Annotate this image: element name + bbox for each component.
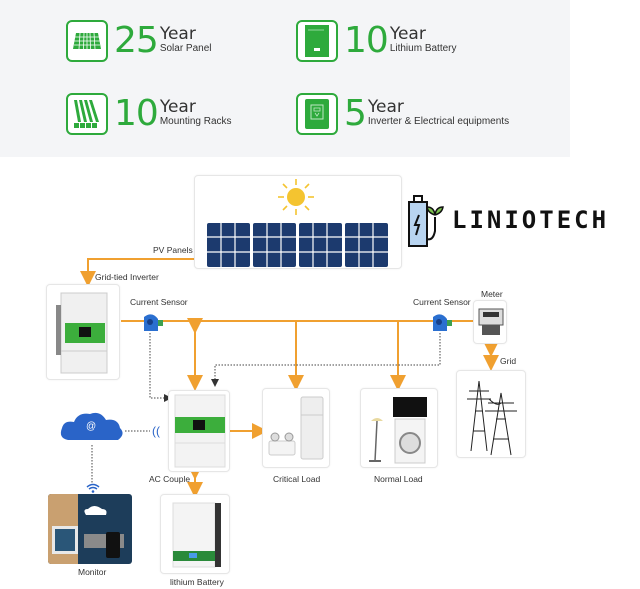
lithium-battery-label: lithium Battery — [170, 577, 224, 587]
warranty-inverter: 5 Year Inverter & Electrical equipments — [296, 93, 509, 135]
liniotech-logo-icon — [406, 193, 452, 251]
warranty-solar-panel: 25 Year Solar Panel — [66, 20, 212, 62]
monitor-image — [48, 494, 132, 564]
warranty-unit: Year — [367, 96, 404, 117]
current-sensor-right-icon — [431, 313, 453, 335]
solar-panel-icon — [66, 20, 108, 62]
current-sensor-left-label: Current Sensor — [130, 297, 188, 307]
inverter-icon — [296, 93, 338, 135]
grid-card — [456, 370, 526, 458]
warranty-unit: Year — [159, 23, 196, 44]
warranty-unit: Year — [159, 96, 196, 117]
warranty-label: Lithium Battery — [389, 42, 457, 54]
critical-load-card — [262, 388, 330, 468]
normal-load-label: Normal Load — [374, 474, 423, 484]
current-sensor-right-label: Current Sensor — [413, 297, 471, 307]
warranty-years: 10 — [344, 20, 389, 61]
cloud-at-symbol: @ — [86, 421, 97, 432]
warranty-label: Mounting Racks — [159, 115, 232, 127]
warranty-lithium-battery: 10 Year Lithium Battery — [296, 20, 457, 62]
meter-label: Meter — [481, 289, 503, 299]
wifi-icon — [86, 483, 100, 493]
tv-washer-lamp-icon — [369, 397, 427, 464]
current-sensor-left-icon — [142, 313, 164, 335]
warranty-label: Inverter & Electrical equipments — [367, 115, 510, 127]
critical-load-label: Critical Load — [273, 474, 321, 484]
ac-couple-label: AC Couple — [149, 474, 191, 484]
warranty-mounting-racks: 10 Year Mounting Racks — [66, 93, 232, 135]
cloud-icon: @ — [58, 410, 126, 446]
wireless-signal-icon: (( — [152, 424, 160, 438]
pv-panels-label: PV Panels — [153, 245, 193, 255]
brand-name: LINIOTECH — [452, 206, 610, 234]
warranty-label: Solar Panel — [159, 42, 212, 54]
lithium-battery-icon — [172, 502, 221, 568]
inverter-icon — [56, 292, 108, 374]
warranty-unit: Year — [389, 23, 426, 44]
lithium-battery-card — [160, 494, 230, 574]
grid-label: Grid — [500, 356, 517, 366]
battery-icon — [296, 20, 338, 62]
ac-couple-card — [168, 390, 230, 472]
power-tower-icon — [467, 380, 517, 456]
grid-tied-inverter-card — [46, 284, 120, 380]
fridge-emergency-light-icon — [268, 396, 324, 460]
normal-load-card — [360, 388, 438, 468]
monitor-label: Monitor — [78, 567, 107, 577]
grid-tied-inverter-label: Grid-tied Inverter — [95, 272, 159, 282]
warranty-years: 25 — [114, 20, 159, 61]
pv-panels-card — [194, 175, 402, 269]
ac-couple-inverter-icon — [174, 394, 226, 468]
mounting-rack-icon — [66, 93, 108, 135]
warranty-years: 10 — [114, 93, 159, 134]
electric-meter-icon — [478, 308, 504, 335]
warranty-years: 5 — [344, 93, 367, 134]
sun-solar-panels-icon — [207, 179, 388, 267]
meter-card — [473, 300, 507, 344]
warranty-section: 25 Year Solar Panel 10 Year Lithium Batt… — [0, 0, 570, 157]
